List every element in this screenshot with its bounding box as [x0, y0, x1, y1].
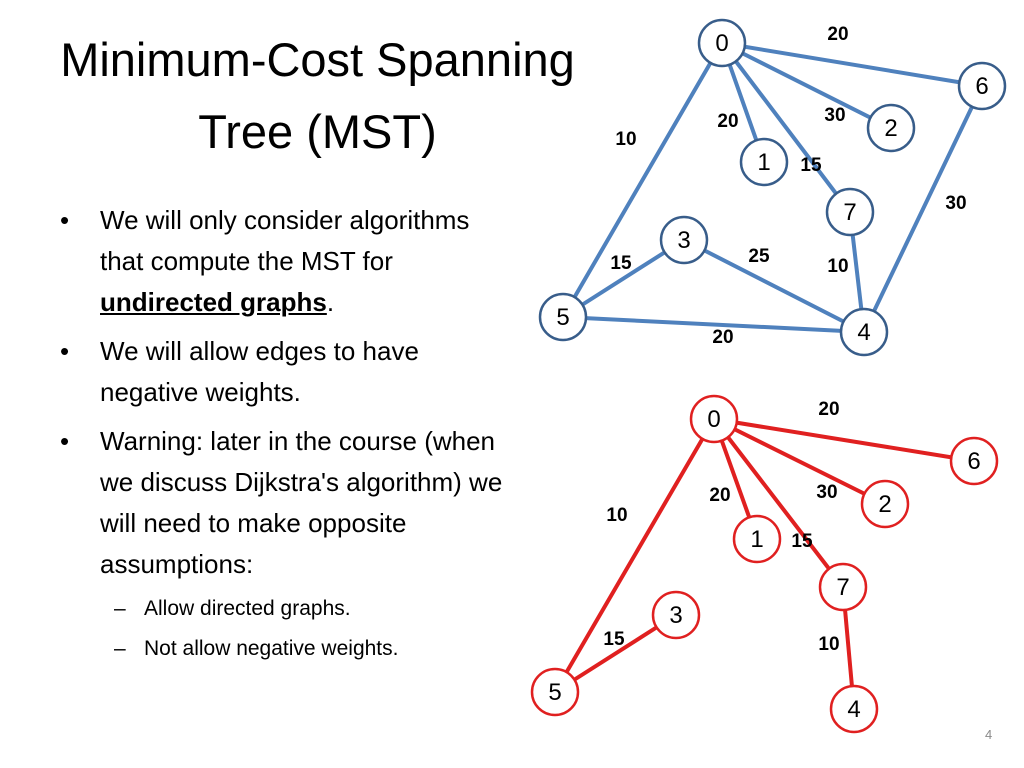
mst-weight-label-7-4: 10 [818, 634, 839, 655]
mst-node-3 [651, 590, 701, 640]
graph-edge-6-4 [862, 84, 984, 334]
bullet-text-end: . [326, 287, 335, 317]
mst-weight-label-0-1: 20 [709, 485, 730, 506]
graph-node-7 [825, 187, 875, 237]
mst-node-2 [860, 479, 910, 529]
bullet-list: • We will only consider algorithms that … [60, 200, 520, 677]
mst-node-label-6: 6 [967, 448, 980, 475]
bullet-text: Warning: later in the course (when we di… [100, 426, 503, 579]
slide-title: Minimum-Cost Spanning Tree (MST) [60, 33, 575, 158]
graph-weight-label-3-4: 25 [748, 246, 770, 267]
bullet-dot: • [60, 426, 70, 456]
mst-node-label-0: 0 [707, 406, 720, 433]
mst-weight-label-0-6: 20 [818, 399, 839, 420]
mst-node-1 [732, 514, 782, 564]
graph-weight-label-0-7: 15 [800, 155, 822, 176]
bullet-item-warning: • Warning: later in the course (when we … [60, 421, 520, 669]
bullet-text: We will allow edges to have negative wei… [100, 336, 419, 407]
graph-node-label-7: 7 [843, 199, 856, 226]
sub-bullet-dash: – [114, 637, 126, 660]
sub-bullet-no-negative: – Not allow negative weights. [100, 629, 520, 669]
mst-node-5 [530, 667, 580, 717]
graph-edge-0-2 [720, 41, 893, 130]
graph-node-label-5: 5 [556, 304, 569, 331]
mst-node-label-3: 3 [669, 602, 682, 629]
mst-weight-label-3-5: 15 [603, 629, 625, 650]
mst-node-label-4: 4 [847, 696, 860, 723]
mst-weight-label-0-5: 10 [606, 505, 627, 526]
mst-edge-0-6 [712, 417, 976, 463]
graph-node-label-3: 3 [677, 227, 690, 254]
mst-diagram: 0 1 2 3 4 5 6 7 20 30 20 15 10 10 15 [530, 394, 999, 734]
mst-node-4 [829, 684, 879, 734]
graph-edge-3-4 [682, 238, 866, 334]
bullet-dot: • [60, 205, 70, 235]
mst-edge-0-2 [712, 417, 887, 506]
mst-node-label-2: 2 [878, 491, 891, 518]
mst-node-label-5: 5 [548, 679, 561, 706]
graph-node-5 [538, 292, 588, 342]
bullet-item-negative-weights: • We will allow edges to have negative w… [60, 331, 520, 413]
graph-node-4 [839, 307, 889, 357]
emphasis-undirected-graphs: undirected graphs [100, 287, 327, 317]
graph-node-1 [739, 137, 789, 187]
graph-weight-label-5-4: 20 [712, 327, 733, 348]
mst-node-7 [818, 562, 868, 612]
mst-node-label-1: 1 [750, 526, 763, 553]
sub-bullet-text: Not allow negative weights. [144, 637, 399, 660]
bullet-text: We will only consider algorithms that co… [100, 205, 470, 276]
graph-edge-5-4 [561, 315, 866, 334]
graph-weight-label-3-5: 15 [610, 253, 632, 274]
graph-weight-label-0-5: 10 [615, 129, 636, 150]
graph-weight-label-7-4: 10 [827, 256, 848, 277]
graph-node-label-2: 2 [884, 115, 897, 142]
graph-edge-0-5 [561, 41, 724, 319]
graph-node-label-1: 1 [757, 149, 770, 176]
graph-edge-0-6 [720, 41, 984, 88]
graph-weight-label-0-6: 20 [827, 24, 848, 45]
sub-bullet-dash: – [114, 597, 126, 620]
graph-edge-0-7 [720, 41, 852, 214]
slide-number: 4 [985, 727, 993, 742]
graph-node-6 [957, 61, 1007, 111]
mst-edge-0-7 [712, 417, 845, 589]
sub-bullet-directed: – Allow directed graphs. [100, 589, 520, 629]
mst-weight-label-0-7: 15 [791, 531, 813, 552]
graph-weight-label-0-2: 30 [824, 105, 845, 126]
mst-node-6 [949, 436, 999, 486]
bullet-dot: • [60, 336, 70, 366]
mst-weight-label-0-2: 30 [816, 482, 837, 503]
sub-bullet-list: – Allow directed graphs. – Not allow neg… [100, 589, 520, 669]
graph-node-label-4: 4 [857, 319, 870, 346]
sub-bullet-text: Allow directed graphs. [144, 597, 351, 620]
mst-node-0 [689, 394, 739, 444]
graph-weight-label-6-4: 30 [945, 193, 966, 214]
graph-node-label-0: 0 [715, 30, 728, 57]
mst-node-label-7: 7 [836, 574, 849, 601]
graph-node-label-6: 6 [975, 73, 988, 100]
graph-node-0 [697, 18, 747, 68]
graph-diagram: 0 1 2 3 4 5 6 7 20 30 20 15 10 30 10 15 25 20 [538, 18, 1007, 357]
graph-node-3 [659, 215, 709, 265]
graph-weight-label-0-1: 20 [717, 111, 738, 132]
graph-node-2 [866, 103, 916, 153]
mst-edge-0-5 [553, 417, 716, 694]
bullet-item-undirected: • We will only consider algorithms that … [60, 200, 520, 323]
